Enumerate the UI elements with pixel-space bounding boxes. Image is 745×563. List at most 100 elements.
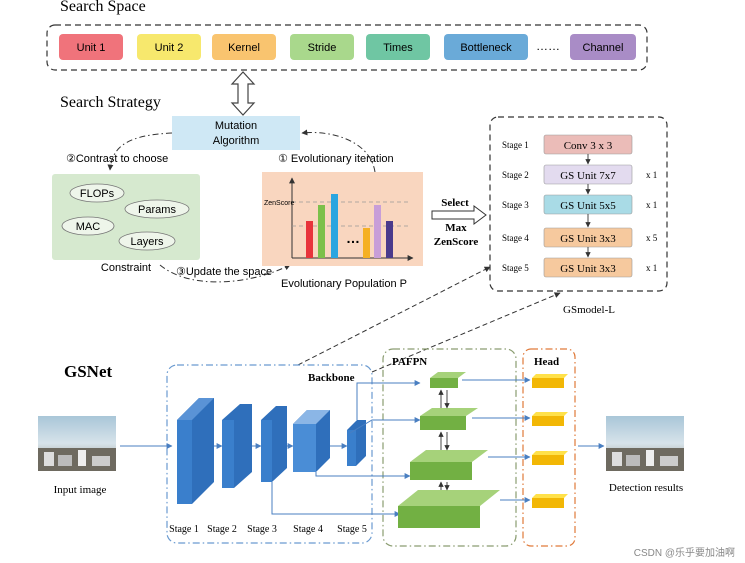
gsmodel-times-label: x 1 [646,263,657,273]
constraint-item-mac [61,216,115,236]
backbone-stage-labels: Stage 1 Stage 2 Stage 3 Stage 4 Stage 5 [169,524,367,535]
gsmodel-stage-label: Stage 4 [502,233,529,243]
params-label: Params [138,204,176,216]
backbone-connectors [214,380,421,517]
backbone-stage-5-block [347,420,366,466]
select-max-label: Max [445,222,467,234]
link-line-1 [297,266,491,366]
search-space-frame [46,24,648,71]
input-image-label: Input image [54,484,107,496]
gsmodel-times-label: x 1 [646,200,657,210]
backbone-frame [166,364,373,544]
search-space-item-label: Kernel [228,42,260,54]
head-connectors [462,377,531,503]
backbone-stage-label: Stage 3 [247,524,277,535]
backbone-stage-label: Stage 4 [293,524,323,535]
detection-results-label: Detection results [609,482,683,494]
zenscore-axis-label: ZenScore [264,200,294,207]
constraint-item-flops [69,183,125,203]
search-space-title: Search Space [60,0,146,15]
gsmodel-frame [489,116,668,292]
constraint-item-layers [118,231,176,251]
input-image [38,416,116,471]
select-label: Select [441,197,469,209]
arc-mutation-to-constraint [107,132,173,171]
double-arrow-icon [230,71,256,116]
population-bar-6 [386,221,393,258]
flops-label: FLOPs [80,188,115,200]
gsmodel-times-label: x 5 [646,233,658,243]
search-space-item-unit-2: Unit 2 [137,34,201,60]
pafpn-level-3 [410,450,488,480]
mutation-line1: Mutation [215,120,257,132]
gsmodel-stage-block [543,257,633,278]
search-space-item-bottleneck: Bottleneck [444,34,528,60]
gsmodel-caption: GSmodel-L [563,304,615,316]
search-space-item-label: Times [383,42,413,54]
gsnet-title: GSNet [64,362,113,381]
gsmodel-stage-label: Stage 2 [502,170,529,180]
head-label: Head [534,356,559,368]
search-space-ellipsis: …… [536,39,560,53]
gsmodel-block-label: GS Unit 3x3 [560,233,616,245]
head-blocks [532,374,568,508]
constraint-title: Constraint [101,262,151,274]
search-space-item-label: Bottleneck [460,42,512,54]
layers-label: Layers [130,236,164,248]
population-ellipsis: … [346,230,360,246]
backbone-label: Backbone [308,372,355,384]
search-space-item-channel: Channel [570,34,636,60]
population-bar-3 [331,194,338,258]
backbone-stage-label: Stage 1 [169,524,199,535]
gsmodel-stage-label: Stage 5 [502,263,529,273]
population-box [262,172,423,266]
gsmodel-block-label: Conv 3 x 3 [564,140,613,152]
search-space-item-stride: Stride [290,34,354,60]
gsmodel-block-label: GS Unit 5x5 [560,200,616,212]
gsmodel-block-label: GS Unit 3x3 [560,263,616,275]
backbone-stage-3-block [261,406,287,482]
pafpn-level-2 [420,408,478,430]
population-bar-1 [306,221,313,258]
arc-population-to-mutation [301,129,376,173]
gsmodel-block-label: GS Unit 7x7 [560,170,616,182]
pafpn-frame [382,348,517,547]
population-bar-5 [374,205,381,258]
population-bar-2 [318,205,325,258]
search-space-item-label: Unit 1 [77,42,106,54]
backbone-stage-label: Stage 5 [337,524,367,535]
pafpn-level-1 [430,372,466,388]
search-space-item-label: Unit 2 [155,42,184,54]
search-space-items: Unit 1 Unit 2 Kernel Stride Times Bottleneck C… [59,34,636,60]
pafpn-level-4 [398,490,500,528]
gsmodel-stage-label: Stage 1 [502,140,529,150]
select-zenscore-label: ZenScore [434,236,479,248]
link-line-2 [371,292,561,373]
population-bar-4 [363,228,370,258]
mac-label: MAC [76,221,101,233]
select-arrow-icon [431,205,487,225]
backbone-stage-4-block [293,410,330,472]
search-space-item-kernel: Kernel [212,34,276,60]
search-space-item-times: Times [366,34,430,60]
detection-results-image [606,416,684,471]
search-strategy-title: Search Strategy [60,94,161,111]
search-space-item-label: Stride [308,42,337,54]
evolutionary-label: ① Evolutionary iteration [278,153,394,165]
gsmodel-times-label: x 1 [646,170,657,180]
search-space-item-label: Channel [583,42,624,54]
constraint-item-params [124,199,190,219]
pafpn-vertical-arrows [438,389,450,491]
backbone-stage-2-block [222,404,252,488]
contrast-label: ②Contrast to choose [66,153,168,165]
search-space-item-unit-1: Unit 1 [59,34,123,60]
watermark: CSDN @乐乎要加油啊 [634,546,735,559]
pafpn-label: PAFPN [392,356,427,368]
gsmodel-stages: Stage 1 Conv 3 x 3 Stage 2 GS Unit 7x7 x 1 St… [502,134,658,278]
mutation-line2: Algorithm [213,135,259,147]
backbone-stage-1-block [177,398,214,504]
backbone-stage-label: Stage 2 [207,524,237,535]
update-label: ③Update the space [176,266,272,278]
head-frame [522,348,576,547]
